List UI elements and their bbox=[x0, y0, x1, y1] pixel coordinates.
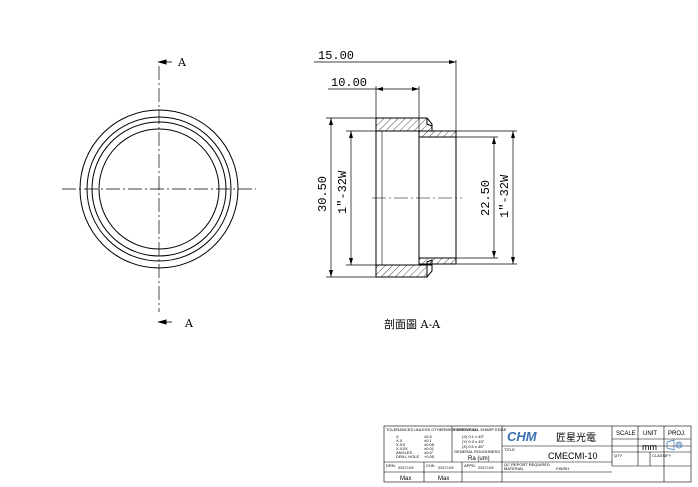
title-label: TITLE bbox=[504, 447, 515, 452]
appd-date: 2017/1/5 bbox=[478, 465, 494, 470]
hatch-top-step bbox=[418, 130, 457, 138]
front-view bbox=[62, 59, 256, 325]
section-caption: 剖面圖 A-A bbox=[384, 317, 441, 331]
dim-outer-diameter: 30.50 bbox=[316, 176, 330, 212]
dim-overall-length: 15.00 bbox=[318, 49, 354, 63]
roughness-label: GENERAL ROUGHNESS bbox=[454, 449, 500, 454]
appd-label: APPD. bbox=[464, 463, 476, 468]
dim-step-length: 10.00 bbox=[331, 76, 367, 90]
dim-outer-thread: 1"-32W bbox=[336, 170, 350, 214]
qc-label: QC REPORT REQUIRED bbox=[504, 462, 550, 467]
svg-text:CHM: CHM bbox=[507, 429, 538, 444]
section-view bbox=[372, 117, 462, 278]
title-block bbox=[383, 425, 692, 483]
company-logo: CHM 匠星光電 bbox=[507, 429, 596, 444]
scale-label: SCALE bbox=[616, 431, 636, 437]
part-number: CMECMI-10 bbox=[548, 451, 598, 461]
tol-value: ±0.5 bbox=[424, 434, 433, 439]
drn-date: 2017/1/5 bbox=[398, 465, 414, 470]
classify-label: CLASSIFY bbox=[652, 453, 672, 458]
tolerance-table: X X.X X.XX X.XXX ANGLES DRILL HOLE ±0.5 … bbox=[396, 434, 435, 459]
qty-label: QTY bbox=[614, 453, 623, 458]
tol-row: X.XXX bbox=[396, 446, 408, 451]
signature-drn: Max bbox=[400, 476, 411, 482]
unit-value: mm bbox=[642, 442, 657, 452]
section-marker-top: A bbox=[177, 56, 187, 69]
signature-chk: Max bbox=[438, 476, 449, 482]
company-name: 匠星光電 bbox=[556, 431, 596, 444]
tol-value: ±0.05 bbox=[424, 442, 435, 447]
chk-label: CHK. bbox=[426, 463, 436, 468]
finish-label: FINISH bbox=[556, 466, 569, 471]
hatch-bottom-step bbox=[418, 257, 457, 265]
tol-row: ANGLES bbox=[396, 450, 413, 455]
dim-inner-thread: 1"-32W bbox=[498, 174, 512, 218]
tol-value: ±0.5° bbox=[424, 450, 434, 455]
section-marker-bottom: A bbox=[184, 317, 194, 330]
tol-value: +0.05 bbox=[424, 454, 435, 459]
tolerance-header: TOLERANCES UNLESS OTHERWISE SPECIFIED bbox=[386, 427, 478, 432]
edge-value: (Y) 0.3 x 45° bbox=[462, 439, 485, 444]
dimension-lines bbox=[314, 60, 517, 278]
tol-value: ±0.1 bbox=[424, 438, 433, 443]
unit-label: UNIT bbox=[643, 431, 657, 437]
tol-row: X.X bbox=[396, 438, 403, 443]
projection-symbol bbox=[666, 439, 683, 451]
edge-value: (X) 0.1 x 45° bbox=[462, 434, 485, 439]
tol-row: DRILL HOLE bbox=[396, 454, 420, 459]
chk-date: 2017/1/5 bbox=[438, 465, 454, 470]
tol-value: ±0.01 bbox=[424, 446, 435, 451]
tol-row: X.XX bbox=[396, 442, 405, 447]
tol-row: X bbox=[396, 434, 399, 439]
hatch-top bbox=[375, 117, 433, 132]
dim-inner-diameter: 22.50 bbox=[479, 180, 493, 216]
roughness-unit: Ra (um) bbox=[468, 456, 490, 462]
proj-label: PROJ. bbox=[668, 431, 686, 437]
drn-label: DRN. bbox=[386, 463, 396, 468]
edge-header: REMOVE ALL SHARP EDGE bbox=[454, 427, 507, 432]
material-label: MATERIAL bbox=[504, 466, 524, 471]
edge-value: (Z) 0.5 x 45° bbox=[462, 444, 484, 449]
dimension-arrows bbox=[329, 60, 515, 277]
